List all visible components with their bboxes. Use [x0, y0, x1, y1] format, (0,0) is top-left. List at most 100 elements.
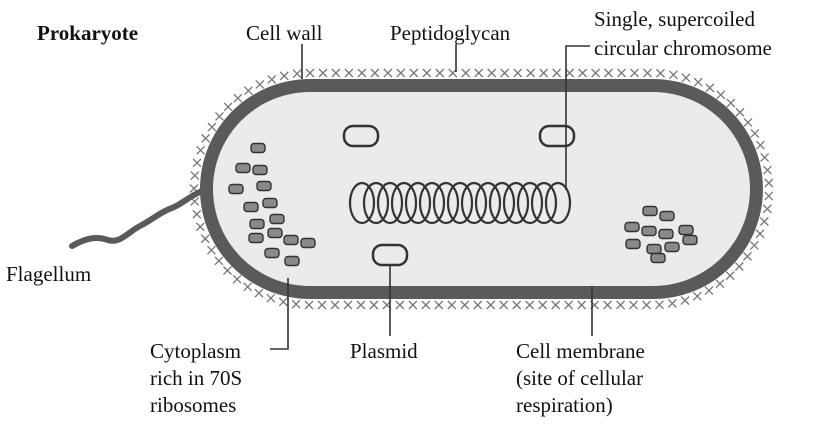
peptidoglycan-mark: [765, 179, 773, 187]
peptidoglycan-mark: [462, 69, 470, 77]
ribosome: [251, 144, 265, 153]
peptidoglycan-mark: [475, 69, 483, 77]
peptidoglycan-mark: [735, 262, 743, 270]
chromosome-label-line1: Single, supercoiled: [594, 7, 755, 31]
peptidoglycan-mark: [435, 301, 443, 309]
peptidoglycan-mark: [736, 108, 744, 116]
flagellum: [72, 188, 206, 246]
peptidoglycan-mark: [244, 283, 252, 291]
ribosome: [679, 226, 693, 235]
peptidoglycan-mark: [208, 123, 216, 131]
diagram-title: Prokaryote: [37, 21, 138, 45]
peptidoglycan-mark: [487, 301, 495, 309]
peptidoglycan-mark: [631, 69, 639, 77]
peptidoglycan-mark: [196, 223, 204, 231]
peptidoglycan-mark: [592, 69, 600, 77]
chromosome-label-line2: circular chromosome: [594, 36, 772, 60]
ribosome: [659, 230, 673, 239]
ribosome: [270, 215, 284, 224]
peptidoglycan-mark: [397, 69, 405, 77]
peptidoglycan-mark: [643, 301, 651, 309]
ribosome: [263, 199, 277, 208]
ribosome: [301, 239, 315, 248]
ribosome: [249, 234, 263, 243]
ribosome: [236, 164, 250, 173]
peptidoglycan-mark: [553, 69, 561, 77]
peptidoglycan-mark: [193, 210, 201, 218]
peptidoglycan-mark: [318, 301, 326, 309]
peptidoglycan-mark: [539, 301, 547, 309]
peptidoglycan-mark: [191, 172, 199, 180]
peptidoglycan-mark: [410, 69, 418, 77]
peptidoglycan-mark: [760, 217, 768, 225]
ribosome: [643, 207, 657, 216]
peptidoglycan-mark: [716, 280, 724, 288]
peptidoglycan-mark: [201, 235, 209, 243]
ribosome: [250, 220, 264, 229]
flagellum-label: Flagellum: [6, 262, 91, 286]
peptidoglycan-mark: [761, 153, 769, 161]
peptidoglycan-mark: [224, 103, 232, 111]
peptidoglycan-mark: [371, 69, 379, 77]
peptidoglycan-mark: [422, 301, 430, 309]
peptidoglycan-mark: [765, 192, 773, 200]
peptidoglycan-mark: [744, 118, 752, 126]
peptidoglycan-mark: [193, 159, 201, 167]
membrane-label-line1: Cell membrane: [516, 339, 645, 363]
ribosome: [647, 245, 661, 254]
ribosome: [257, 182, 271, 191]
peptidoglycan-mark: [293, 70, 301, 78]
peptidoglycan-mark: [461, 301, 469, 309]
peptidoglycan-mark: [717, 91, 725, 99]
peptidoglycan-mark: [448, 301, 456, 309]
peptidoglycan-mark: [197, 146, 205, 154]
peptidoglycan-mark: [280, 72, 288, 80]
cytoplasm-label-line2: rich in 70S: [150, 366, 242, 390]
peptidoglycan-mark: [605, 69, 613, 77]
peptidoglycan-mark: [669, 71, 677, 79]
peptidoglycan-mark: [202, 134, 210, 142]
peptidoglycan-mark: [344, 301, 352, 309]
peptidoglycan-mark: [234, 94, 242, 102]
peptidoglycan-mark: [514, 69, 522, 77]
peptidoglycan-mark: [751, 129, 759, 137]
peptidoglycan-mark: [526, 301, 534, 309]
peptidoglycan-mark: [682, 74, 690, 82]
ribosome: [244, 203, 258, 212]
peptidoglycan-mark: [384, 69, 392, 77]
peptidoglycan-mark: [331, 301, 339, 309]
cell-wall-label: Cell wall: [246, 21, 323, 45]
peptidoglycan-mark: [618, 69, 626, 77]
peptidoglycan-mark: [396, 301, 404, 309]
cytoplasm-label-line1: Cytoplasm: [150, 339, 241, 363]
peptidoglycan-mark: [319, 69, 327, 77]
peptidoglycan-mark: [345, 69, 353, 77]
peptidoglycan-mark: [215, 112, 223, 120]
peptidoglycan-mark: [370, 301, 378, 309]
ribosome: [265, 249, 279, 258]
peptidoglycan-mark: [233, 275, 241, 283]
peptidoglycan-mark: [727, 99, 735, 107]
peptidoglycan-mark: [681, 296, 689, 304]
membrane-label-line2: (site of cellular: [516, 366, 643, 390]
peptidoglycan-mark: [332, 69, 340, 77]
peptidoglycan-mark: [305, 301, 313, 309]
peptidoglycan-mark: [501, 69, 509, 77]
ribosome: [285, 257, 299, 266]
peptidoglycan-mark: [706, 84, 714, 92]
peptidoglycan-mark: [357, 301, 365, 309]
ribosome: [625, 223, 639, 232]
peptidoglycan-mark: [668, 299, 676, 307]
peptidoglycan-mark: [756, 230, 764, 238]
peptidoglycan-mark: [763, 205, 771, 213]
ribosome: [660, 212, 674, 221]
ribosome: [253, 166, 267, 175]
peptidoglycan-mark: [500, 301, 508, 309]
peptidoglycan-mark: [306, 69, 314, 77]
peptidoglycan-mark: [540, 69, 548, 77]
peptidoglycan-mark: [643, 69, 651, 77]
peptidoglycan-mark: [617, 301, 625, 309]
peptidoglycan-mark: [436, 69, 444, 77]
peptidoglycan-mark: [527, 69, 535, 77]
